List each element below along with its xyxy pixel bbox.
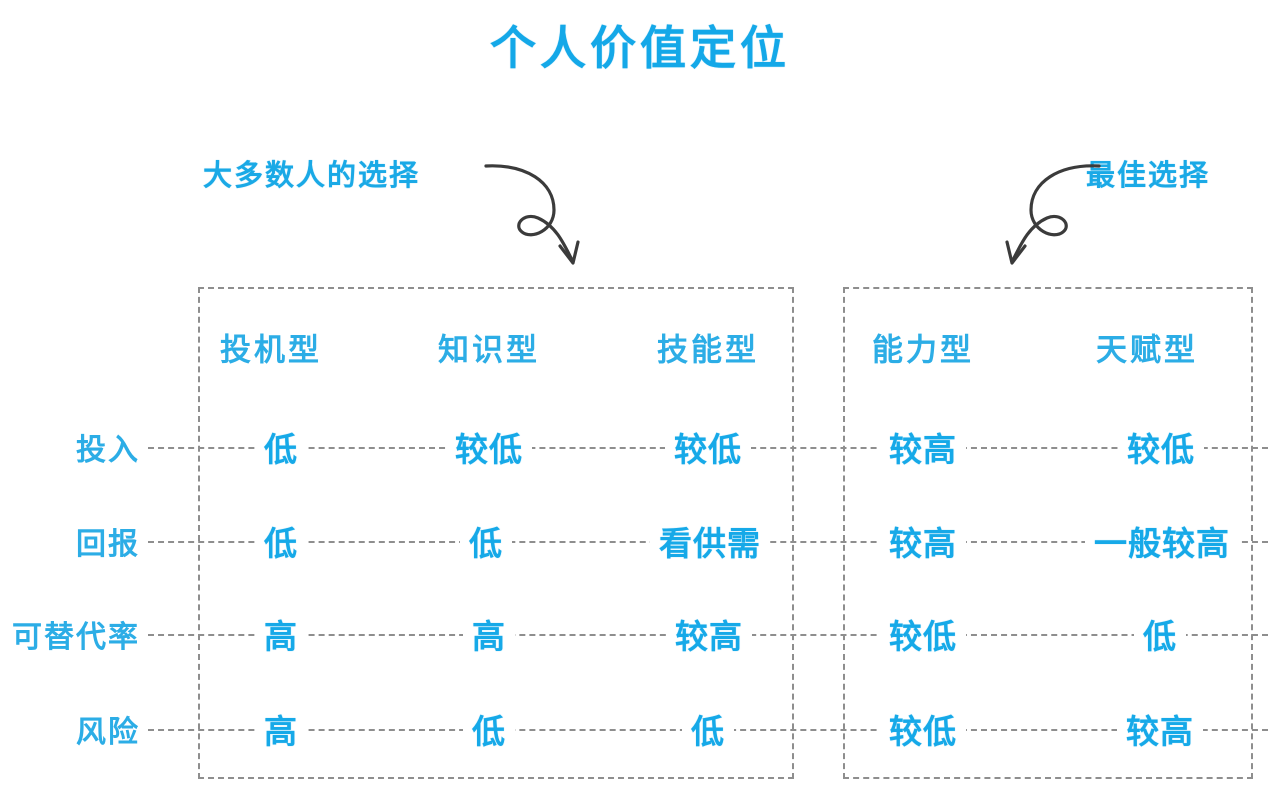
cell-r1-c0: 低	[255, 515, 307, 567]
row-header-3: 风险	[70, 705, 146, 753]
cell-r1-c1: 低	[460, 515, 512, 567]
cell-r0-c0: 低	[255, 421, 307, 473]
cell-r2-c0: 高	[255, 608, 307, 660]
cell-r1-c2: 看供需	[650, 515, 770, 567]
column-header-0: 投机型	[212, 322, 330, 372]
cell-r1-c4: 一般较高	[1085, 515, 1239, 567]
cell-r2-c1: 高	[463, 608, 515, 660]
annotation-arrow-left	[480, 148, 600, 282]
cell-r2-c4: 低	[1134, 608, 1186, 660]
page-title: 个人价值定位	[490, 21, 790, 75]
cell-r3-c2: 低	[682, 703, 734, 755]
column-header-2: 技能型	[649, 322, 767, 372]
annotation-label-most-people: 大多数人的选择	[203, 158, 421, 192]
row-header-0: 投入	[70, 423, 146, 471]
cell-r0-c1: 较低	[446, 421, 532, 473]
cell-r3-c1: 低	[463, 703, 515, 755]
column-header-3: 能力型	[864, 322, 982, 372]
cell-r1-c3: 较高	[880, 515, 966, 567]
cell-r3-c4: 较高	[1117, 703, 1203, 755]
cell-r2-c2: 较高	[666, 608, 752, 660]
group-box-right-best-choice	[843, 287, 1253, 779]
row-header-1: 回报	[70, 517, 146, 565]
cell-r2-c3: 较低	[880, 608, 966, 660]
annotation-arrow-right	[985, 148, 1105, 282]
cell-r0-c4: 较低	[1118, 421, 1204, 473]
column-header-4: 天赋型	[1088, 322, 1206, 372]
row-header-2: 可替代率	[6, 610, 146, 658]
group-box-left-most-people	[198, 287, 794, 779]
annotation-label-best-choice: 最佳选择	[1086, 158, 1211, 192]
cell-r3-c3: 较低	[880, 703, 966, 755]
column-header-1: 知识型	[430, 322, 548, 372]
cell-r3-c0: 高	[255, 703, 307, 755]
cell-r0-c3: 较高	[880, 421, 966, 473]
cell-r0-c2: 较低	[665, 421, 751, 473]
